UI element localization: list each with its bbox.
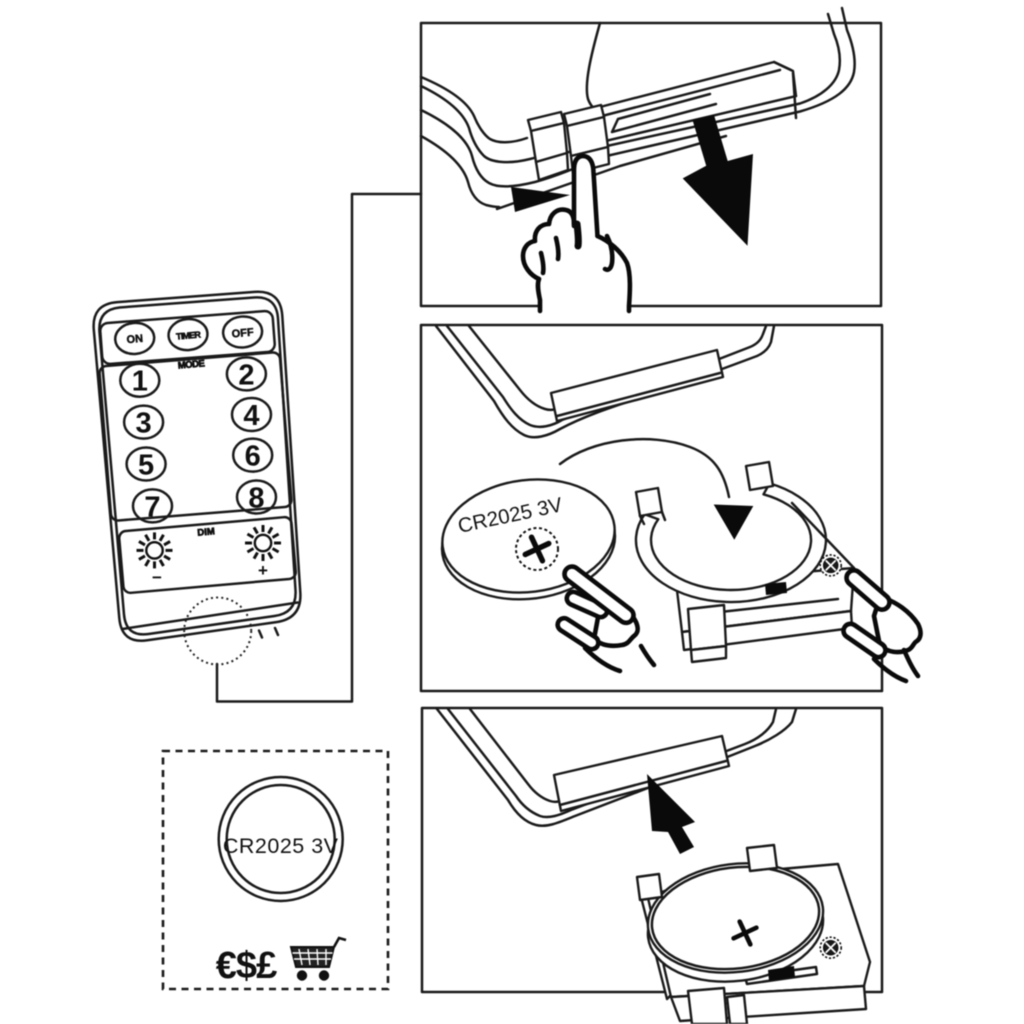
svg-text:1: 1 — [132, 366, 148, 398]
svg-text:7: 7 — [144, 491, 160, 523]
svg-text:+: + — [258, 561, 268, 580]
svg-text:CR2025 3V: CR2025 3V — [223, 834, 339, 858]
svg-text:5: 5 — [138, 449, 154, 481]
svg-text:2: 2 — [238, 359, 254, 391]
svg-text:€$£: €$£ — [216, 945, 277, 987]
svg-text:DIM: DIM — [197, 526, 215, 538]
svg-text:OFF: OFF — [231, 327, 254, 341]
svg-text:ON: ON — [126, 333, 144, 346]
svg-text:6: 6 — [245, 441, 261, 473]
svg-text:−: − — [152, 568, 162, 587]
svg-text:8: 8 — [248, 482, 264, 514]
svg-text:3: 3 — [136, 408, 152, 440]
svg-text:TIMER: TIMER — [176, 329, 202, 341]
svg-text:MODE: MODE — [177, 358, 205, 371]
svg-text:4: 4 — [243, 400, 259, 432]
